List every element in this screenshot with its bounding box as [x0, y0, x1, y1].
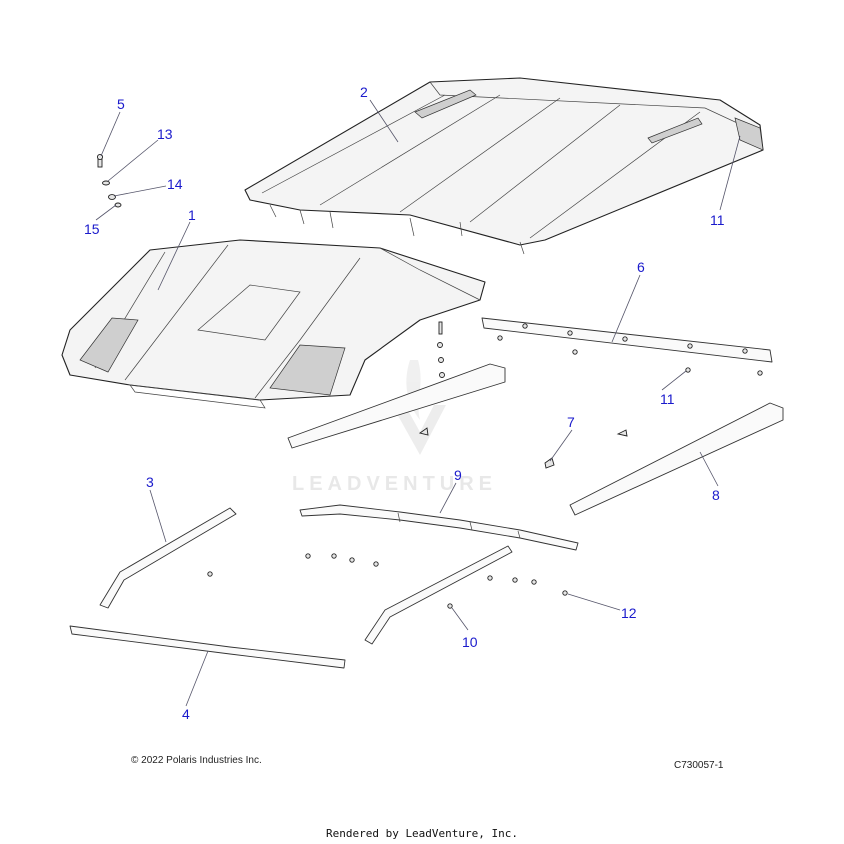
- callout-8: 8: [712, 487, 720, 503]
- watermark-text: LEADVENTURE: [292, 473, 497, 495]
- callout-6: 6: [637, 259, 645, 275]
- part-13-washer: [102, 180, 110, 186]
- callout-2: 2: [360, 84, 368, 100]
- callout-15: 15: [84, 221, 100, 237]
- leader-lines: [95, 99, 741, 707]
- callout-13: 13: [157, 126, 173, 142]
- part-6-rail: [481, 317, 773, 363]
- callout-1: 1: [188, 207, 196, 223]
- part-15-washer: [114, 202, 122, 208]
- part-3-trim: [99, 507, 237, 609]
- trim-left-upper: [287, 363, 506, 449]
- part-8-side-trim: [569, 402, 784, 516]
- part-4-front-trim: [69, 625, 346, 669]
- callout-9: 9: [454, 467, 462, 483]
- callout-11-upper: 11: [710, 212, 725, 228]
- part-1-roof-cap: [61, 239, 486, 409]
- callout-3: 3: [146, 474, 154, 490]
- part-7-clip: [544, 457, 555, 469]
- callout-14: 14: [167, 176, 183, 192]
- callout-4: 4: [182, 706, 190, 722]
- part-10-fastener: [447, 603, 453, 609]
- part-2-roof: [244, 77, 764, 255]
- part-5-screw: [96, 153, 104, 168]
- callout-10: 10: [462, 634, 478, 650]
- callout-11-lower: 11: [660, 391, 675, 407]
- trim-right-lower: [364, 545, 513, 645]
- fasteners: [96, 153, 763, 609]
- callouts: 1 2 3 4 5 6 7 8 9 10 11 11 12 13 14 15: [84, 84, 725, 722]
- part-9-seal: [299, 504, 579, 551]
- callout-7: 7: [567, 414, 575, 430]
- callout-12: 12: [621, 605, 637, 621]
- copyright-notice: © 2022 Polaris Industries Inc.: [131, 755, 262, 766]
- rendered-by-credit: Rendered by LeadVenture, Inc.: [325, 827, 519, 840]
- figure-id: C730057-1: [674, 760, 724, 771]
- part-14-nut: [108, 194, 116, 200]
- callout-5: 5: [117, 96, 125, 112]
